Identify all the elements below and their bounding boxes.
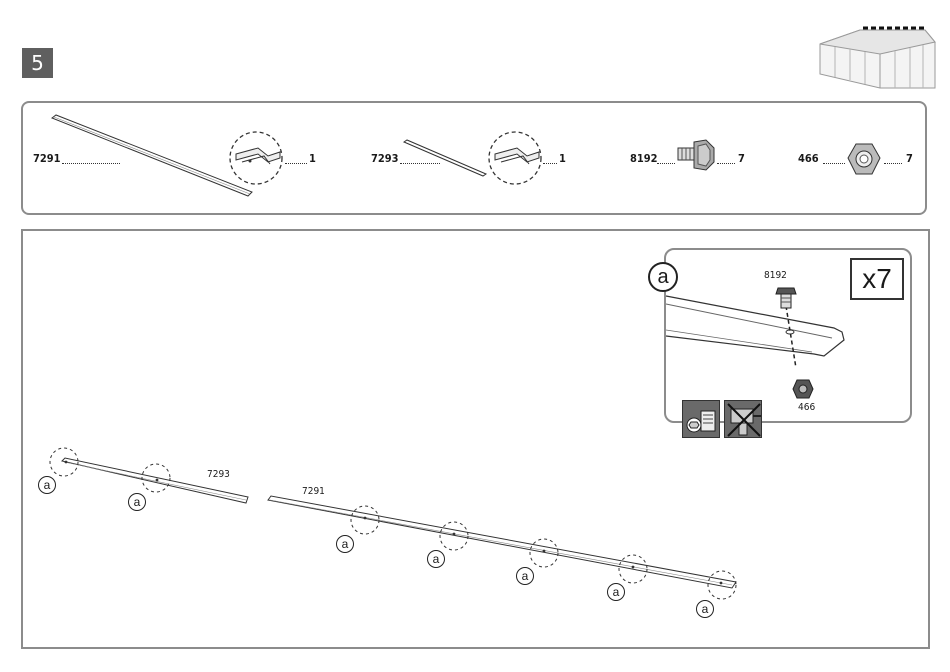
part-qty-8192: 7: [738, 152, 745, 165]
hole-marker-a: a: [516, 567, 534, 585]
part-qty-466: 7: [906, 152, 913, 165]
rail-profile-zoom-circle: [487, 130, 545, 188]
leader-line: [884, 163, 902, 164]
step-number-badge: 5: [22, 48, 53, 78]
detail-nut-label: 466: [798, 402, 815, 413]
part-code-466: 466: [798, 152, 819, 165]
shed-roof-icon: [815, 14, 940, 94]
hole-marker-a: a: [128, 493, 146, 511]
short-rail-part-image: [402, 138, 492, 178]
hole-marker-a: a: [607, 583, 625, 601]
bolt-hole-circle: [48, 446, 80, 478]
bolt-hole-circle: [140, 462, 172, 494]
hole-marker-a: a: [427, 550, 445, 568]
rail-profile-zoom-circle: [228, 130, 286, 188]
leader-line: [717, 163, 735, 164]
hole-marker-a: a: [38, 476, 56, 494]
nut-466-image: [846, 142, 882, 178]
leader-line: [823, 163, 845, 164]
bolt-hole-circle: [706, 569, 738, 601]
bolt-hole-circle: [438, 520, 470, 552]
leader-line: [285, 163, 307, 164]
leader-line: [657, 163, 675, 164]
no-power-drill-icon: [724, 400, 762, 438]
wrench-tool-icon: [682, 400, 720, 438]
detail-bolt-icon: [775, 286, 797, 310]
detail-bolt-label: 8192: [764, 270, 787, 281]
bolt-hole-circle: [528, 537, 560, 569]
bolt-hole-circle: [349, 504, 381, 536]
part-qty-7291: 1: [309, 152, 316, 165]
part-code-7293: 7293: [371, 152, 399, 165]
part-code-8192: 8192: [630, 152, 658, 165]
step-number: 5: [31, 51, 44, 75]
detail-nut-icon: [792, 378, 814, 400]
quantity-multiplier: x7: [850, 258, 904, 300]
bolt-hole-circle: [617, 553, 649, 585]
leader-line: [543, 163, 557, 164]
hole-marker-a: a: [696, 600, 714, 618]
bolt-8192-image: [676, 138, 716, 174]
detail-marker-a: a: [648, 262, 678, 292]
hole-marker-a: a: [336, 535, 354, 553]
part-qty-7293: 1: [559, 152, 566, 165]
